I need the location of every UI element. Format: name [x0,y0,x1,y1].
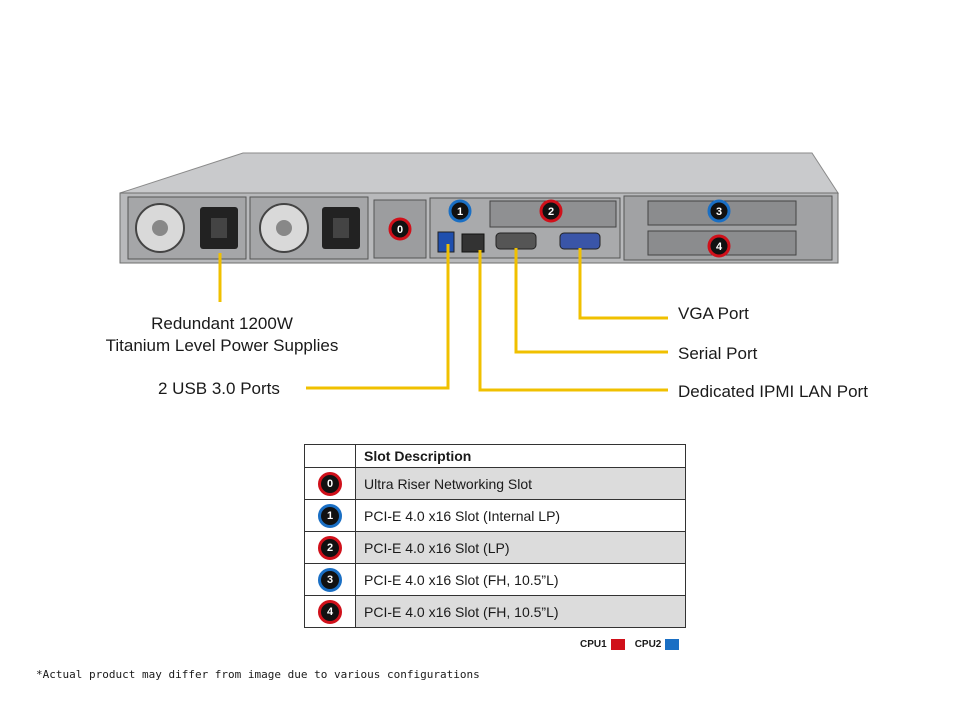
ipmi-callout-line [478,250,668,392]
slot-desc: PCI-E 4.0 x16 Slot (FH, 10.5”L) [355,595,686,628]
slot-desc: PCI-E 4.0 x16 Slot (Internal LP) [355,499,686,532]
power-supply-2 [249,196,369,260]
slot-desc: Ultra Riser Networking Slot [355,467,686,500]
slot-badge-0: 0 [318,471,342,496]
slot-description-table: Slot Description 0 Ultra Riser Networkin… [304,444,686,628]
serial-callout-line [514,248,668,354]
cpu-legend: CPU1 CPU2 [580,639,685,650]
slot-desc: PCI-E 4.0 x16 Slot (LP) [355,531,686,564]
chassis-top [119,152,839,194]
footnote: *Actual product may differ from image du… [36,668,480,681]
slot-badge-2: 2 [318,535,342,560]
svg-text:1: 1 [457,206,463,218]
svg-text:3: 3 [716,206,722,218]
svg-text:2: 2 [548,206,554,218]
server-rear-diagram: 0 1 2 3 4 [119,152,839,392]
slot-badge-3: 3 [318,567,342,592]
lan-port [461,233,485,253]
serial-port [495,232,537,250]
cpu2-swatch [665,639,680,650]
svg-text:4: 4 [716,241,723,253]
table-row: 1 PCI-E 4.0 x16 Slot (Internal LP) [304,499,686,532]
callout-lines [218,244,668,392]
power-supply-1 [127,196,247,260]
svg-text:0: 0 [397,224,403,236]
table-header-row: Slot Description [304,444,686,468]
slot-marker-2: 2 [539,199,563,223]
slot-badge-1: 1 [318,503,342,528]
usb-callout: 2 USB 3.0 Ports [158,379,280,398]
power-callout-line1: Redundant 1200W [151,314,293,333]
slot-desc: PCI-E 4.0 x16 Slot (FH, 10.5”L) [355,563,686,596]
serial-callout: Serial Port [678,344,758,363]
vga-callout-line [578,248,668,320]
vga-callout: VGA Port [678,304,749,323]
table-row: 3 PCI-E 4.0 x16 Slot (FH, 10.5”L) [304,563,686,596]
slot-marker-1: 1 [448,199,472,223]
table-row: 2 PCI-E 4.0 x16 Slot (LP) [304,531,686,564]
slot-badge-4: 4 [318,599,342,624]
cpu1-legend-label: CPU1 [580,639,607,650]
slot-marker-0: 0 [388,217,412,241]
table-header: Slot Description [355,444,686,468]
vga-port [559,232,601,250]
slot-marker-3: 3 [707,199,731,223]
slot-marker-4: 4 [707,234,731,258]
usb-ports [437,231,455,253]
ipmi-callout: Dedicated IPMI LAN Port [678,382,868,401]
table-row: 4 PCI-E 4.0 x16 Slot (FH, 10.5”L) [304,595,686,628]
power-supplies-callout: Redundant 1200W Titanium Level Power Sup… [96,313,348,357]
usb-callout-line [306,244,450,390]
power-callout-line2: Titanium Level Power Supplies [105,336,339,355]
cpu1-swatch [610,639,625,650]
cpu2-legend-label: CPU2 [634,639,662,650]
table-row: 0 Ultra Riser Networking Slot [304,467,686,500]
